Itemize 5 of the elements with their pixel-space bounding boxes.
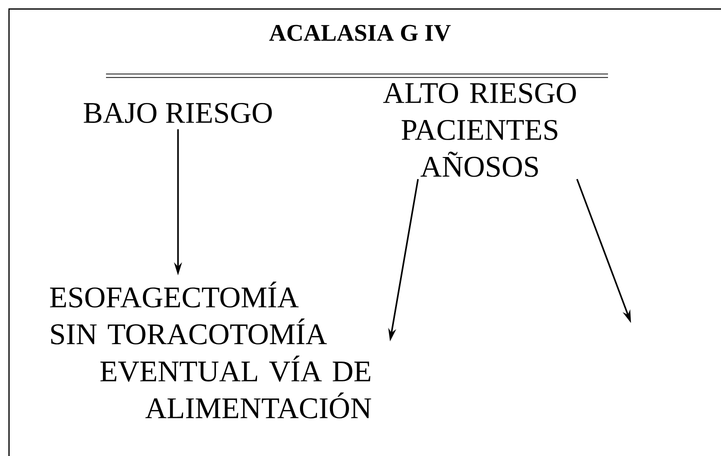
node-text: ESOFAGECTOMÍA SIN TORACOTOMÍA: [50, 282, 327, 344]
node-text: ALTO RIESGO PACIENTES AÑOSOS: [383, 83, 576, 177]
node-text: EVENTUAL VÍA DE ALIMENTACIÓN: [100, 356, 372, 418]
title: ACALASIA G IV: [269, 24, 451, 42]
node-text: BAJO RIESGO: [84, 102, 272, 124]
